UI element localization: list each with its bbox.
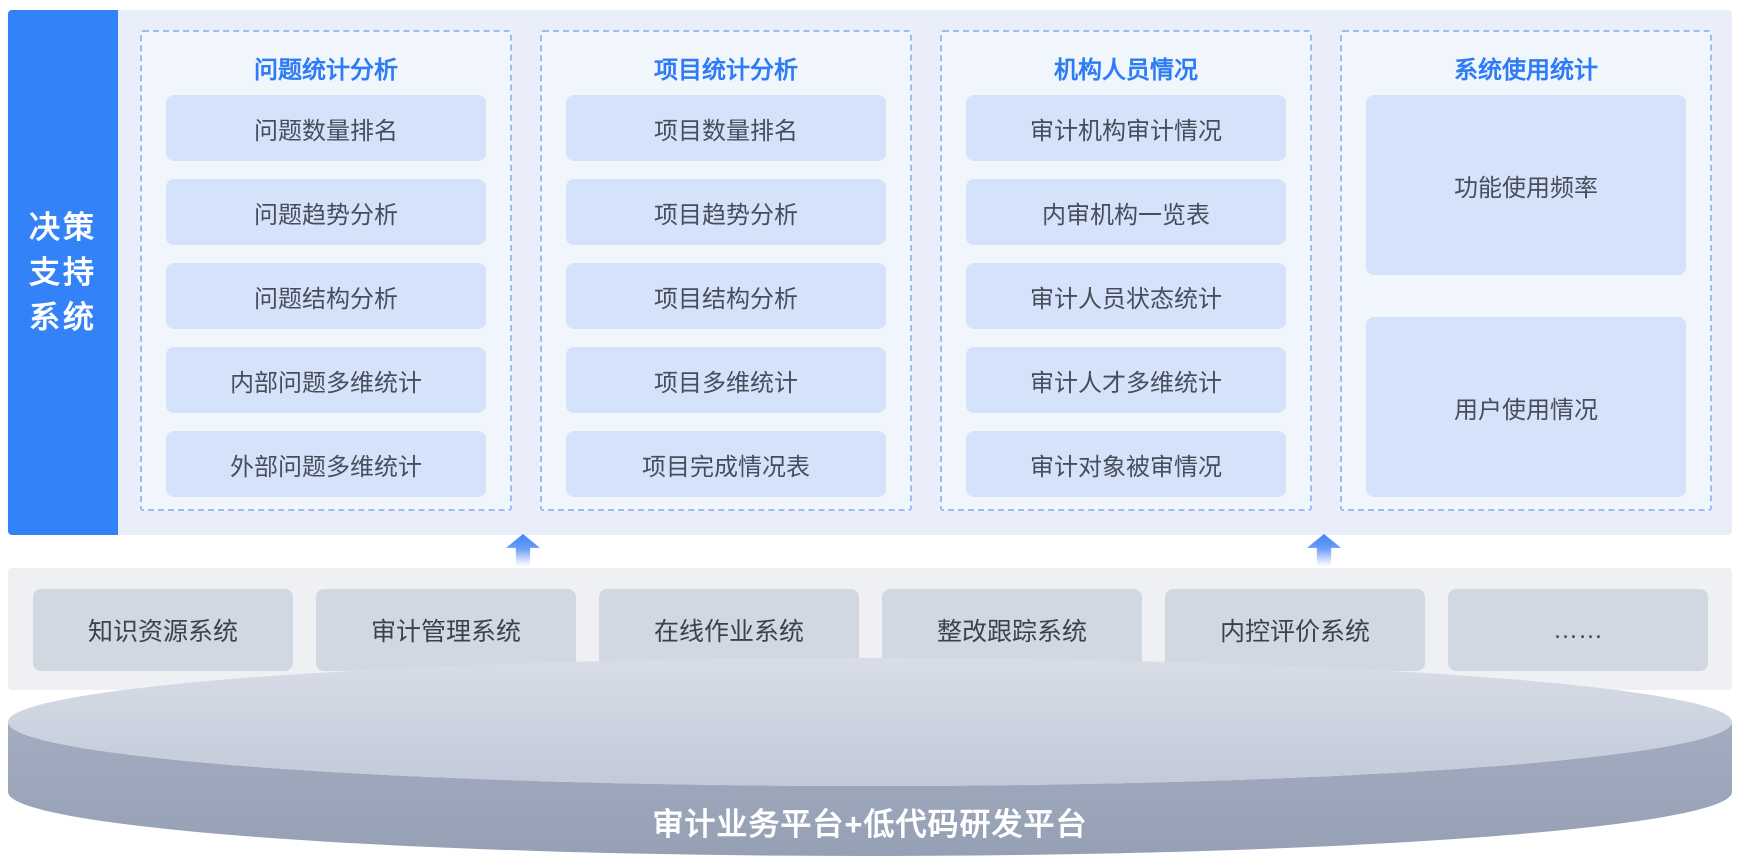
panel-system-usage: 系统使用统计 功能使用频率 用户使用情况 <box>1340 30 1712 511</box>
module-box: 项目趋势分析 <box>566 179 886 245</box>
system-box: 内控评价系统 <box>1165 589 1425 671</box>
panel-project-statistics: 项目统计分析 项目数量排名 项目趋势分析 项目结构分析 项目多维统计 项目完成情… <box>540 30 912 511</box>
module-box: 问题结构分析 <box>166 263 486 329</box>
module-box: 审计人员状态统计 <box>966 263 1286 329</box>
platform-side <box>8 722 1732 856</box>
system-box: 审计管理系统 <box>316 589 576 671</box>
module-box: 功能使用频率 <box>1366 95 1686 275</box>
module-box: 用户使用情况 <box>1366 317 1686 497</box>
panel-title: 项目统计分析 <box>654 57 798 84</box>
module-box: 项目完成情况表 <box>566 431 886 497</box>
module-box: 内部问题多维统计 <box>166 347 486 413</box>
module-box: 审计人才多维统计 <box>966 347 1286 413</box>
module-box: 项目数量排名 <box>566 95 886 161</box>
module-box: 项目多维统计 <box>566 347 886 413</box>
module-box: 项目结构分析 <box>566 263 886 329</box>
platform-disk <box>8 658 1732 856</box>
up-arrow-icon <box>506 534 540 567</box>
module-box: 审计机构审计情况 <box>966 95 1286 161</box>
sidebar-title-line: 支持 <box>29 255 97 290</box>
platform-label: 审计业务平台+低代码研发平台 <box>652 807 1088 842</box>
module-box: 问题数量排名 <box>166 95 486 161</box>
panel-title: 机构人员情况 <box>1054 57 1198 84</box>
platform-top <box>8 658 1732 786</box>
system-box: 知识资源系统 <box>33 589 293 671</box>
module-box: 外部问题多维统计 <box>166 431 486 497</box>
sidebar-title-line: 系统 <box>29 300 97 335</box>
system-box-ellipsis: …… <box>1448 589 1708 671</box>
module-box: 审计对象被审情况 <box>966 431 1286 497</box>
system-box: 整改跟踪系统 <box>882 589 1142 671</box>
panel-org-personnel: 机构人员情况 审计机构审计情况 内审机构一览表 审计人员状态统计 审计人才多维统… <box>940 30 1312 511</box>
sidebar-title-line: 决策 <box>29 210 97 245</box>
panel-problem-statistics: 问题统计分析 问题数量排名 问题趋势分析 问题结构分析 内部问题多维统计 外部问… <box>140 30 512 511</box>
up-arrow-icon <box>1307 534 1341 567</box>
decision-support-sidebar: 决策 支持 系统 <box>8 10 118 535</box>
module-box: 内审机构一览表 <box>966 179 1286 245</box>
panel-title: 系统使用统计 <box>1454 57 1598 84</box>
module-box: 问题趋势分析 <box>166 179 486 245</box>
system-box: 在线作业系统 <box>599 589 859 671</box>
panel-title: 问题统计分析 <box>254 57 398 84</box>
